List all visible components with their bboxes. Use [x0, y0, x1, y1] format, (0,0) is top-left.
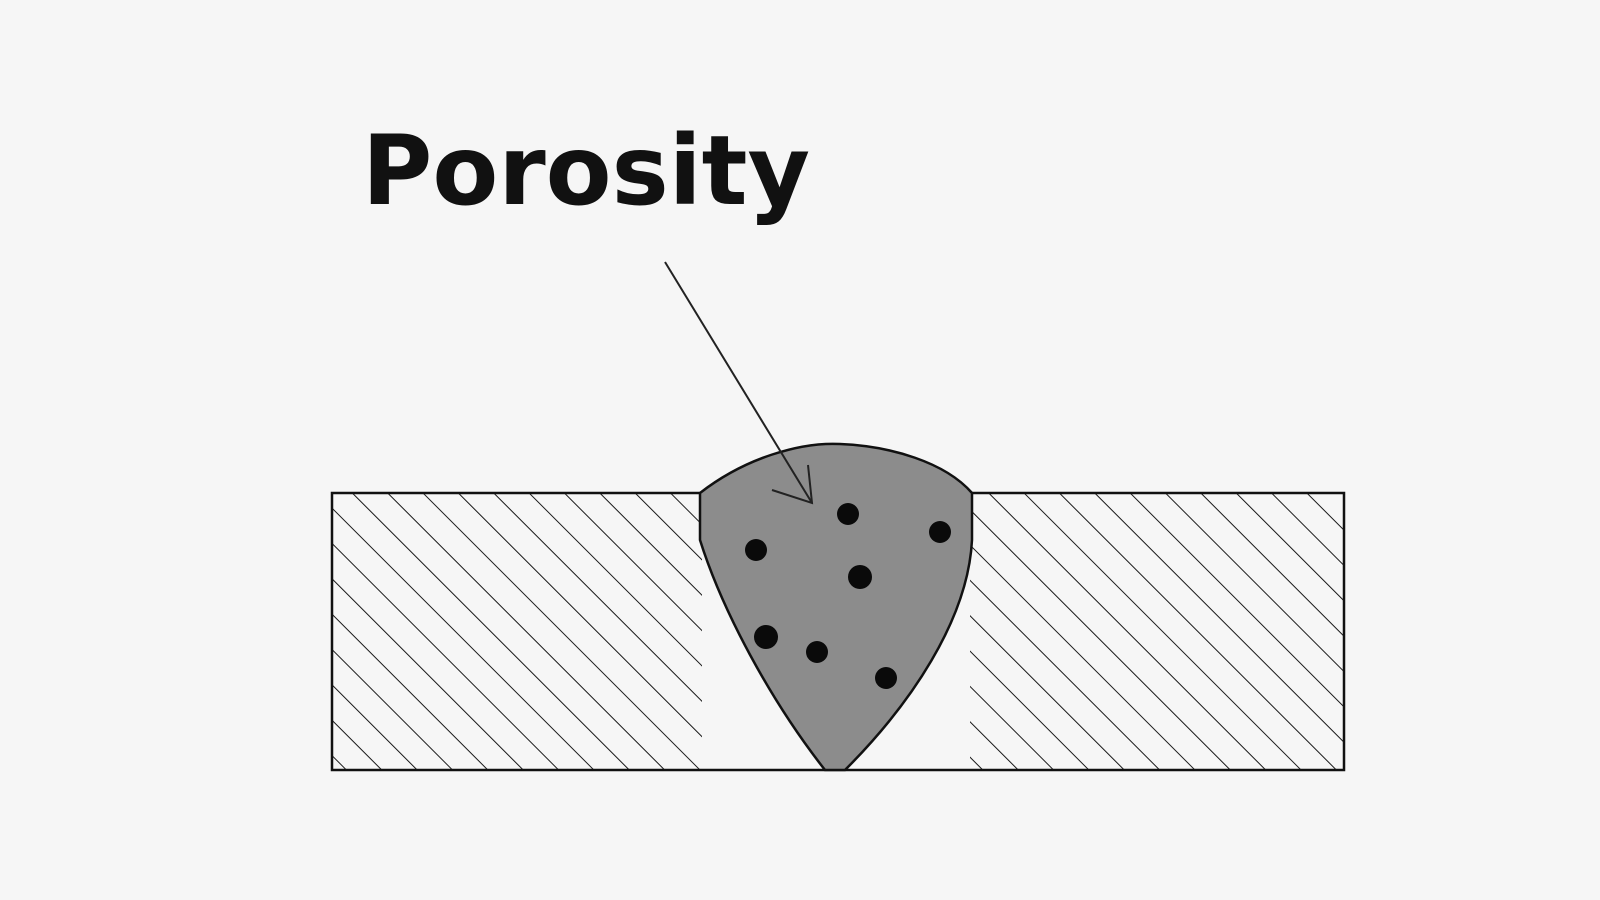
- pore: [745, 539, 767, 561]
- base-plate-right: [970, 493, 1344, 770]
- label-arrow: [664, 261, 814, 505]
- porosity-label: Porosity: [362, 115, 810, 227]
- base-plate-left: [332, 493, 702, 770]
- arrow-shaft: [664, 261, 813, 504]
- base-plate: [330, 491, 1346, 772]
- pore: [929, 521, 951, 543]
- pore: [837, 503, 859, 525]
- pore: [754, 625, 778, 649]
- weld-bead: [698, 442, 974, 772]
- pore: [875, 667, 897, 689]
- pore: [848, 565, 872, 589]
- arrow-head: [771, 464, 814, 505]
- pore: [806, 641, 828, 663]
- porosity-voids: [745, 503, 951, 689]
